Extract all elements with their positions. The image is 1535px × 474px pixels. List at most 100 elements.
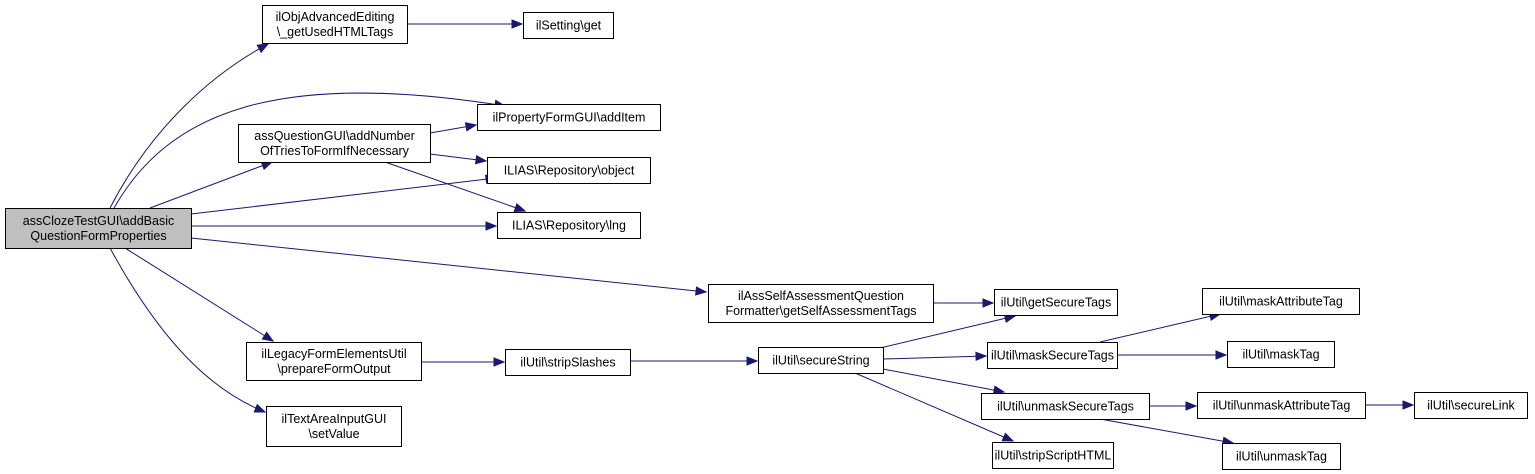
edge-stripSlashes-to-secureString	[630, 356, 759, 366]
root-node[interactable]: assClozeTestGUI\addBasicQuestionFormProp…	[5, 208, 192, 249]
nodes-layer: assClozeTestGUI\addBasicQuestionFormProp…	[5, 5, 1528, 470]
edge-line	[879, 315, 1016, 349]
node-box[interactable]	[505, 349, 631, 376]
edge-line	[1099, 418, 1234, 444]
node-box[interactable]	[981, 393, 1150, 420]
edge-line	[882, 368, 1005, 393]
edge-root-to-addTries	[149, 161, 274, 209]
node-label: QuestionFormProperties	[30, 229, 166, 243]
node-getSecureTags[interactable]: ilUtil\getSecureTags	[994, 289, 1118, 316]
node-label: ilUtil\maskAttributeTag	[1219, 295, 1343, 309]
edge-secureString-to-unmaskSecureTags	[882, 368, 1006, 395]
node-repoLng[interactable]: ILIAS\Repository\lng	[497, 212, 641, 239]
node-settingGet[interactable]: ilSetting\get	[523, 12, 614, 39]
node-stripScript[interactable]: ilUtil\stripScriptHTML	[992, 442, 1114, 469]
node-box[interactable]	[1197, 392, 1366, 419]
node-box[interactable]	[238, 124, 431, 163]
node-secureString[interactable]: ilUtil\secureString	[758, 347, 884, 374]
node-label: ilAssSelfAssessmentQuestion	[738, 289, 904, 303]
node-label: ilLegacyFormElementsUtil	[261, 347, 406, 361]
arrowhead-icon	[464, 122, 478, 132]
arrowhead-icon	[511, 19, 524, 29]
arrowhead-icon	[975, 351, 988, 362]
node-label: ilUtil\stripScriptHTML	[995, 449, 1112, 463]
node-box[interactable]	[266, 406, 402, 447]
edge-maskSecureTags-to-maskTag	[1117, 350, 1228, 360]
node-label: Formatter\getSelfAssessmentTags	[725, 304, 916, 318]
arrowhead-icon	[1215, 350, 1228, 360]
edge-root-to-textArea	[109, 247, 267, 413]
edge-unmaskAttr-to-secureLink	[1365, 400, 1415, 410]
arrowhead-icon	[695, 286, 708, 296]
arrowhead-icon	[261, 331, 275, 342]
node-box[interactable]	[5, 208, 192, 249]
edge-unmaskSecureTags-to-unmaskAttr	[1149, 401, 1198, 411]
edge-line	[882, 355, 987, 360]
node-legacyForm[interactable]: ilLegacyFormElementsUtil\prepareFormOutp…	[246, 342, 422, 381]
node-maskTag[interactable]: ilUtil\maskTag	[1227, 341, 1335, 368]
edge-line	[109, 43, 269, 209]
node-box[interactable]	[987, 342, 1118, 369]
edge-line	[1099, 313, 1221, 343]
edge-line	[384, 161, 526, 212]
arrowhead-icon	[513, 203, 527, 213]
node-label: ilUtil\stripSlashes	[520, 356, 615, 370]
edge-maskSecureTags-to-maskAttr	[1099, 311, 1222, 343]
node-box[interactable]	[262, 5, 408, 44]
edge-root-to-repoObject	[190, 174, 498, 215]
node-box[interactable]	[523, 12, 614, 39]
node-addItem[interactable]: ilPropertyFormGUI\addItem	[477, 104, 661, 131]
arrowhead-icon	[253, 403, 267, 413]
node-label: ilUtil\maskTag	[1242, 348, 1319, 362]
node-label: ilUtil\secureString	[772, 354, 869, 368]
node-textArea[interactable]: ilTextAreaInputGUI\setValue	[266, 406, 402, 447]
node-label: ilObjAdvancedEditing	[276, 10, 395, 24]
edge-line	[149, 161, 273, 209]
node-repoObject[interactable]: ILIAS\Repository\object	[487, 157, 651, 184]
node-maskAttr[interactable]: ilUtil\maskAttributeTag	[1202, 288, 1360, 315]
edge-objAdv-to-settingGet	[407, 19, 524, 29]
edge-root-to-selfAssess	[190, 237, 708, 296]
node-unmaskTag[interactable]: ilUtil\unmaskTag	[1222, 443, 1341, 470]
edge-line	[854, 372, 1014, 442]
arrowhead-icon	[982, 298, 995, 308]
node-box[interactable]	[1227, 341, 1335, 368]
node-box[interactable]	[994, 289, 1118, 316]
arrowhead-icon	[746, 356, 759, 366]
node-box[interactable]	[1202, 288, 1360, 315]
edge-unmaskSecureTags-to-unmaskTag	[1099, 418, 1235, 446]
edge-line	[190, 177, 497, 215]
node-box[interactable]	[477, 104, 661, 131]
edge-addTries-to-repoLng	[384, 161, 527, 213]
node-box[interactable]	[246, 342, 422, 381]
node-box[interactable]	[1222, 443, 1341, 470]
edge-secureString-to-stripScript	[854, 372, 1015, 442]
node-selfAssess[interactable]: ilAssSelfAssessmentQuestionFormatter\get…	[708, 284, 934, 323]
node-box[interactable]	[1414, 392, 1528, 419]
node-unmaskSecureTags[interactable]: ilUtil\unmaskSecureTags	[981, 393, 1150, 420]
arrowhead-icon	[1402, 400, 1415, 410]
node-box[interactable]	[497, 212, 641, 239]
edge-line	[109, 247, 266, 413]
edges-layer	[109, 19, 1415, 446]
edge-line	[190, 237, 707, 293]
node-label: ilUtil\unmaskSecureTags	[997, 400, 1134, 414]
node-box[interactable]	[708, 284, 934, 323]
node-label: ILIAS\Repository\lng	[512, 219, 626, 233]
node-box[interactable]	[487, 157, 651, 184]
node-addTries[interactable]: assQuestionGUI\addNumberOfTriesToFormIfN…	[238, 124, 431, 163]
node-label: ILIAS\Repository\object	[504, 164, 635, 178]
node-objAdv[interactable]: ilObjAdvancedEditing\_getUsedHTMLTags	[262, 5, 408, 44]
node-unmaskAttr[interactable]: ilUtil\unmaskAttributeTag	[1197, 392, 1366, 419]
node-label: ilUtil\unmaskAttributeTag	[1213, 399, 1351, 413]
arrowhead-icon	[992, 385, 1006, 395]
node-box[interactable]	[758, 347, 884, 374]
node-label: \prepareFormOutput	[277, 362, 391, 376]
node-maskSecureTags[interactable]: ilUtil\maskSecureTags	[987, 342, 1118, 369]
node-stripSlashes[interactable]: ilUtil\stripSlashes	[505, 349, 631, 376]
node-label: ilUtil\maskSecureTags	[991, 349, 1114, 363]
node-label: assClozeTestGUI\addBasic	[23, 214, 174, 228]
node-box[interactable]	[992, 442, 1114, 469]
node-secureLink[interactable]: ilUtil\secureLink	[1414, 392, 1528, 419]
